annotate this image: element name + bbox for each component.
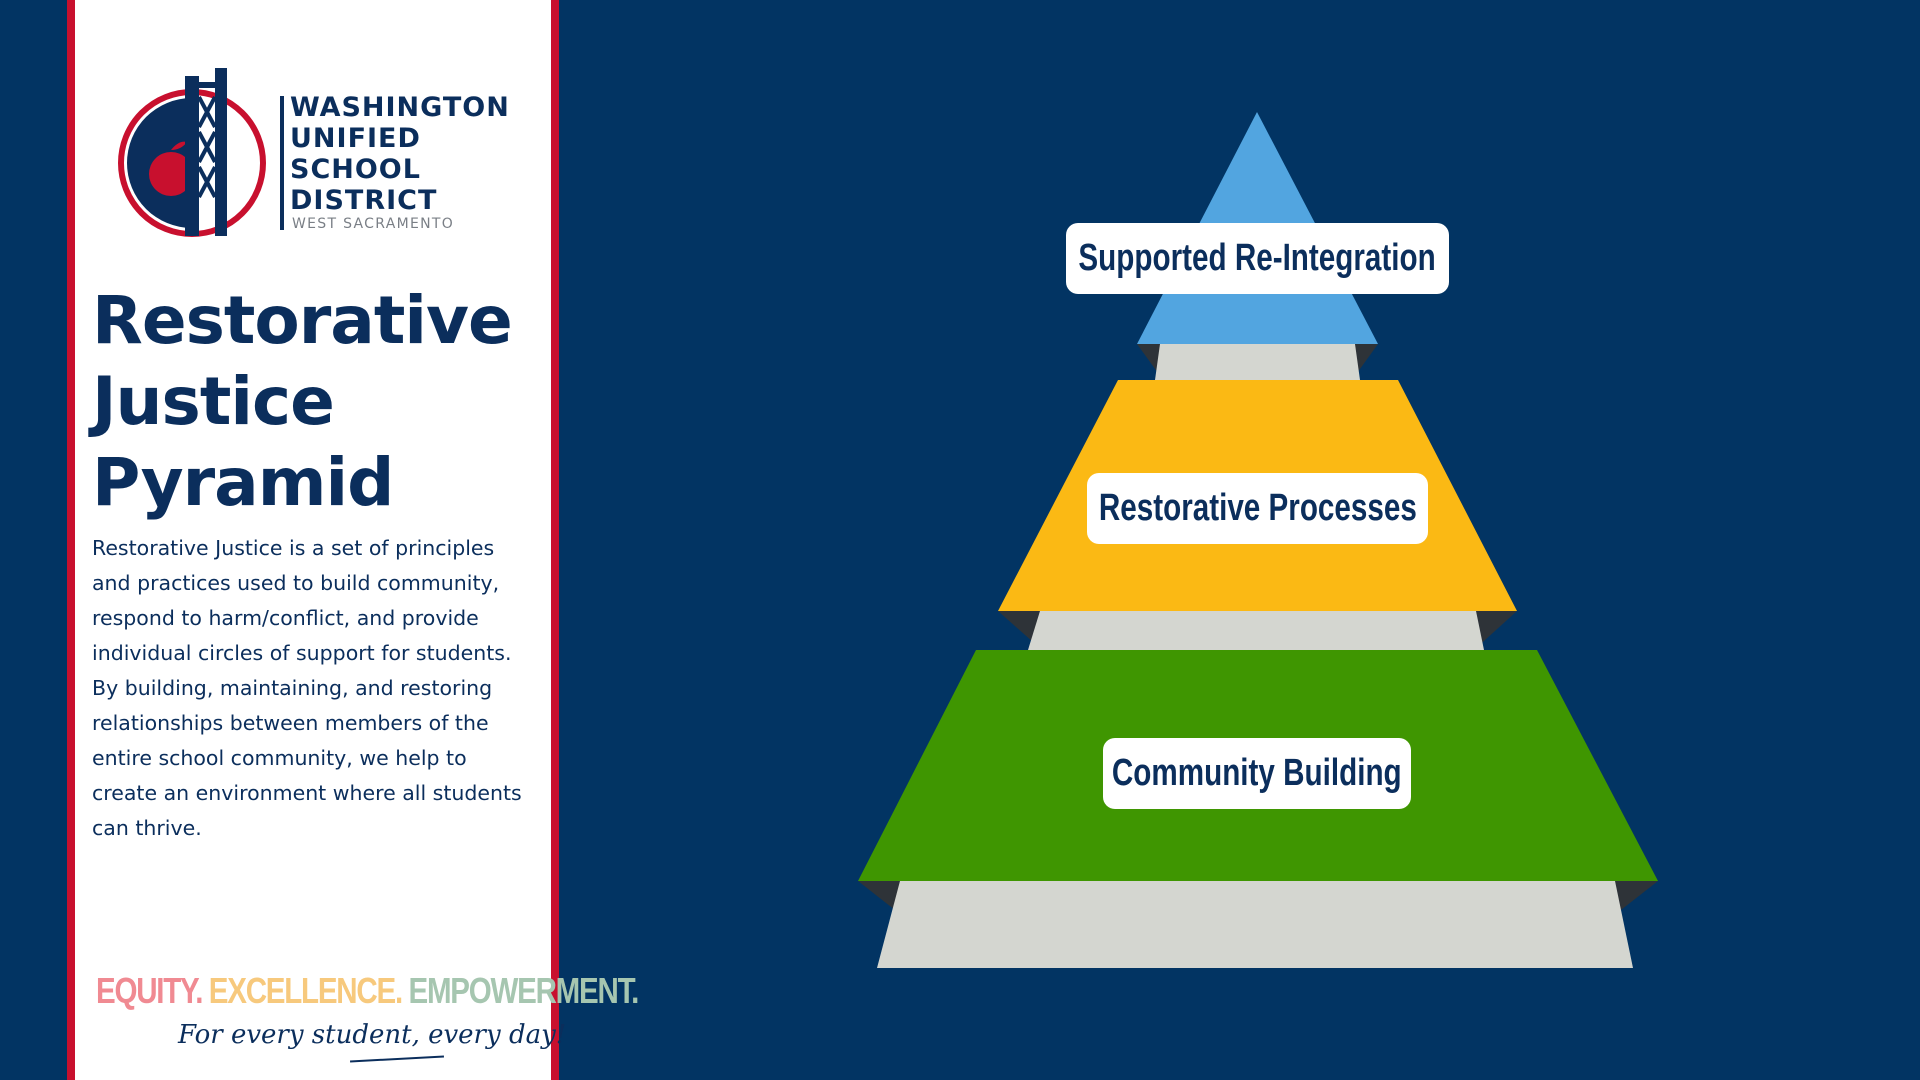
mid-step-shadow-right bbox=[1474, 611, 1517, 650]
district-name: WASHINGTON UNIFIED SCHOOL DISTRICT bbox=[290, 92, 510, 216]
district-location: WEST SACRAMENTO bbox=[292, 216, 455, 232]
tagline: For every student, every day! bbox=[178, 1020, 567, 1050]
apple-icon bbox=[149, 152, 193, 196]
description-text: Restorative Justice is a set of principl… bbox=[92, 536, 522, 840]
slogan-empowerment: EMPOWERMENT. bbox=[408, 970, 639, 1011]
tier-label-community: Community Building bbox=[1103, 738, 1411, 809]
sidebar-right-stripe bbox=[551, 0, 559, 1080]
bridge-tower-icon bbox=[185, 68, 227, 236]
sidebar-left-stripe bbox=[67, 0, 75, 1080]
tier-label-reintegration: Supported Re-Integration bbox=[1066, 223, 1449, 294]
slogan-equity: EQUITY. bbox=[96, 970, 203, 1011]
base-step bbox=[877, 881, 1633, 968]
tier-label-restorative: Restorative Processes bbox=[1087, 473, 1428, 544]
top-step bbox=[1155, 344, 1360, 380]
mid-step bbox=[1028, 611, 1484, 650]
logo-divider bbox=[280, 96, 284, 230]
page-title: Restorative Justice Pyramid bbox=[92, 282, 513, 521]
slogan: EQUITY.EXCELLENCE.EMPOWERMENT. bbox=[96, 970, 639, 1012]
district-logo bbox=[118, 68, 266, 237]
slogan-excellence: EXCELLENCE. bbox=[208, 970, 403, 1011]
